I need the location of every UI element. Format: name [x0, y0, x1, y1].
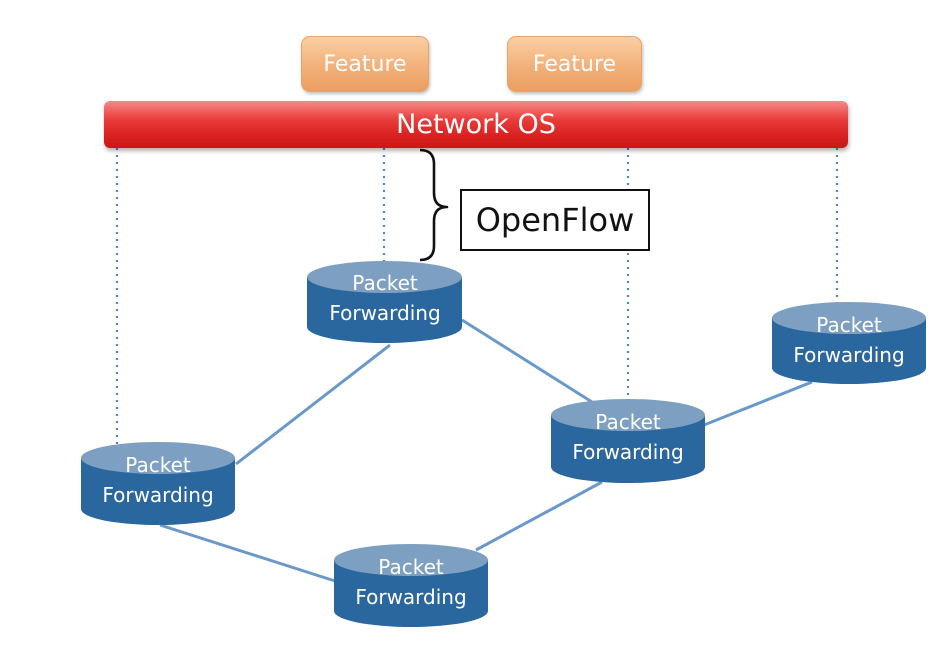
switch-label-line1: Packet: [125, 453, 191, 477]
switch-label: Packet Forwarding: [78, 450, 238, 510]
switch-label-line1: Packet: [378, 555, 444, 579]
switch-label-line2: Forwarding: [355, 585, 467, 609]
openflow-brace: [419, 148, 449, 262]
switch-node-top: [307, 261, 462, 343]
switch-node-bottom: [334, 544, 488, 627]
switch-label-line2: Forwarding: [793, 343, 905, 367]
switch-label-line1: Packet: [352, 271, 418, 295]
feature-box: Feature: [301, 36, 429, 92]
feature-box: Feature: [507, 36, 642, 92]
openflow-label: OpenFlow: [460, 189, 650, 251]
switch-label: Packet Forwarding: [331, 552, 491, 612]
switch-label-line1: Packet: [816, 313, 882, 337]
switch-node-right: [772, 302, 926, 384]
switch-label-line1: Packet: [595, 410, 661, 434]
switch-label: Packet Forwarding: [305, 268, 465, 328]
link-line: [159, 523, 336, 583]
network-os-bar: Network OS: [104, 101, 848, 148]
link-line: [461, 318, 593, 404]
switch-label-line2: Forwarding: [329, 301, 441, 325]
switch-label: Packet Forwarding: [548, 407, 708, 467]
link-line: [703, 380, 813, 427]
link-line: [475, 480, 603, 552]
switch-node-left: [81, 442, 235, 525]
switch-label-line2: Forwarding: [572, 440, 684, 464]
switch-node-middle-right: [551, 399, 705, 483]
switch-label: Packet Forwarding: [769, 310, 929, 370]
switch-label-line2: Forwarding: [102, 483, 214, 507]
link-line: [235, 343, 391, 466]
